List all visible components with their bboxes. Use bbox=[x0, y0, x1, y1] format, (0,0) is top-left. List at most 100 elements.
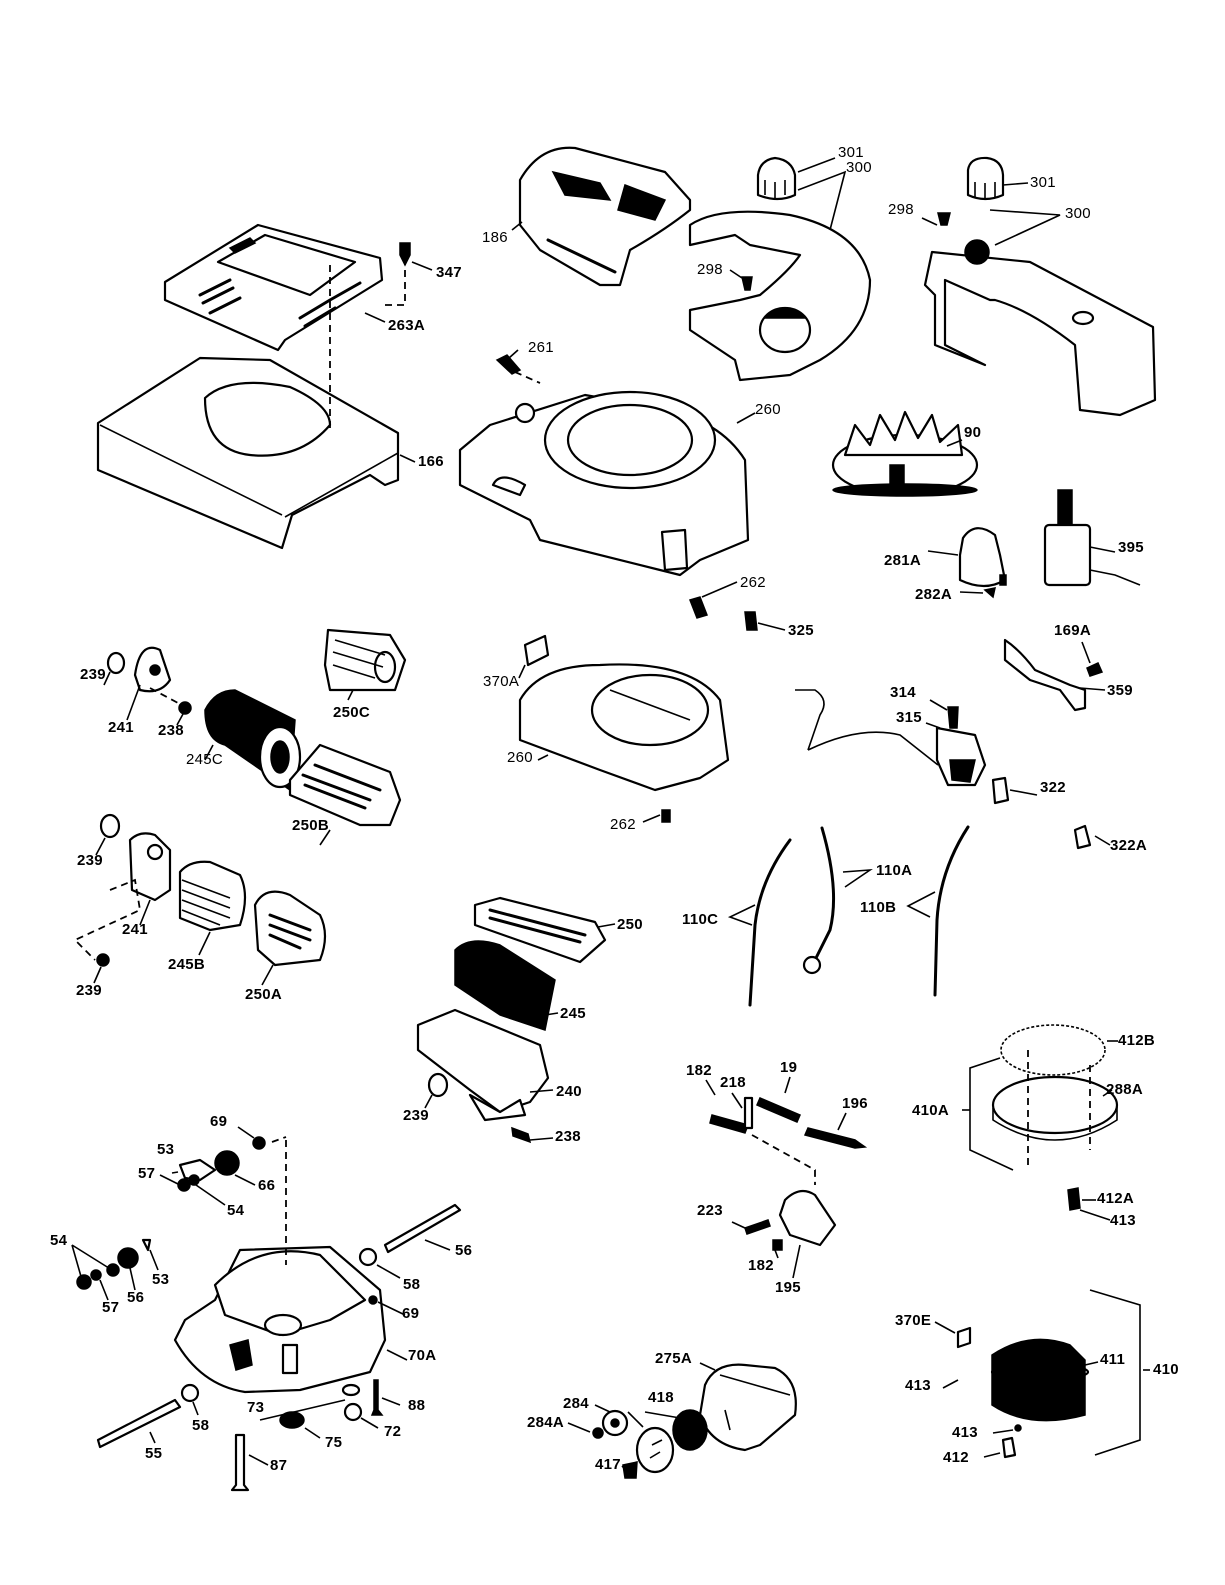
shaft-55 bbox=[96, 1398, 182, 1449]
label-73: 73 bbox=[247, 1399, 265, 1416]
screw-282A bbox=[983, 587, 996, 599]
screw-238-b bbox=[511, 1126, 532, 1144]
washer-284 bbox=[601, 1409, 629, 1437]
gear-group-left bbox=[76, 1238, 152, 1290]
label-300-center: 300 bbox=[846, 159, 872, 176]
label-370A: 370A bbox=[483, 673, 520, 690]
label-298-right: 298 bbox=[888, 201, 914, 218]
label-69-right: 69 bbox=[402, 1305, 420, 1322]
governor-gear-66 bbox=[214, 1150, 240, 1176]
flywheel-fan-90 bbox=[831, 410, 979, 497]
fuel-cap-301-right bbox=[966, 156, 1005, 201]
label-239-b: 239 bbox=[77, 852, 103, 869]
label-75: 75 bbox=[325, 1434, 343, 1451]
screw-262-lower bbox=[661, 809, 671, 823]
label-262-upper: 262 bbox=[740, 574, 766, 591]
bolt-87 bbox=[230, 1433, 250, 1492]
label-238-b: 238 bbox=[555, 1128, 581, 1145]
label-413-upper: 413 bbox=[1110, 1212, 1136, 1229]
label-239-c: 239 bbox=[76, 982, 102, 999]
label-57-top: 57 bbox=[138, 1165, 156, 1182]
label-245C: 245C bbox=[186, 751, 224, 768]
label-166: 166 bbox=[418, 453, 444, 470]
label-218: 218 bbox=[720, 1074, 746, 1091]
label-56-left: 56 bbox=[127, 1289, 145, 1306]
label-410A: 410A bbox=[912, 1102, 950, 1119]
label-223: 223 bbox=[697, 1202, 723, 1219]
label-57-left: 57 bbox=[102, 1299, 120, 1316]
filter-kit-410 bbox=[990, 1289, 1141, 1456]
filter-kit-410A bbox=[969, 1024, 1119, 1171]
label-263A: 263A bbox=[388, 317, 426, 334]
label-412: 412 bbox=[943, 1449, 969, 1466]
screw-262-upper bbox=[689, 596, 708, 619]
label-281A: 281A bbox=[884, 552, 922, 569]
filter-245B bbox=[178, 860, 247, 932]
blower-cover-186 bbox=[518, 146, 692, 287]
label-58-left: 58 bbox=[192, 1417, 210, 1434]
label-69-top: 69 bbox=[210, 1113, 228, 1130]
label-359: 359 bbox=[1107, 682, 1133, 699]
cover-250 bbox=[473, 896, 607, 964]
label-240: 240 bbox=[556, 1083, 582, 1100]
label-262-lower: 262 bbox=[610, 816, 636, 833]
crankcase-70A bbox=[173, 1245, 387, 1394]
label-195: 195 bbox=[775, 1279, 801, 1296]
label-241-b: 241 bbox=[122, 921, 148, 938]
wire-110C bbox=[748, 838, 792, 1007]
label-301-right: 301 bbox=[1030, 174, 1056, 191]
label-284A: 284A bbox=[527, 1414, 565, 1431]
label-260: 260 bbox=[755, 401, 781, 418]
label-53-top: 53 bbox=[157, 1141, 175, 1158]
label-347: 347 bbox=[436, 264, 462, 281]
screw-413-bottom bbox=[1014, 1424, 1022, 1432]
label-322A: 322A bbox=[1110, 837, 1148, 854]
ignition-module-315 bbox=[795, 689, 987, 787]
clip-412A bbox=[1067, 1187, 1081, 1211]
label-66: 66 bbox=[258, 1177, 276, 1194]
label-70A: 70A bbox=[408, 1347, 437, 1364]
screw-314 bbox=[947, 706, 959, 729]
pin-54 bbox=[188, 1174, 200, 1186]
washer-57 bbox=[177, 1178, 191, 1192]
blower-housing-260 bbox=[458, 390, 750, 577]
foam-filter-245 bbox=[454, 940, 556, 1031]
label-395: 395 bbox=[1118, 539, 1144, 556]
bracket-241-b bbox=[128, 832, 172, 902]
label-182-bottom: 182 bbox=[748, 1257, 774, 1274]
shaft-56 bbox=[383, 1203, 462, 1254]
label-110A: 110A bbox=[876, 862, 913, 879]
label-245B: 245B bbox=[168, 956, 206, 973]
label-298-center: 298 bbox=[697, 261, 723, 278]
screw-238-a bbox=[178, 701, 192, 715]
screw-417 bbox=[622, 1461, 638, 1479]
screw-169A bbox=[1086, 662, 1104, 677]
wire-110B bbox=[933, 825, 970, 997]
label-88: 88 bbox=[408, 1397, 426, 1414]
guard-418 bbox=[635, 1409, 708, 1474]
starter-cup-281A bbox=[958, 527, 1007, 588]
label-250: 250 bbox=[617, 916, 643, 933]
label-413-lower: 413 bbox=[952, 1424, 978, 1441]
filter-base-240 bbox=[416, 1008, 550, 1122]
screw-347 bbox=[399, 242, 411, 267]
fuel-cap-301-center bbox=[756, 156, 797, 201]
cover-250C bbox=[323, 628, 407, 692]
label-261: 261 bbox=[528, 339, 554, 356]
label-55: 55 bbox=[145, 1445, 163, 1462]
label-325: 325 bbox=[788, 622, 814, 639]
label-72: 72 bbox=[384, 1423, 402, 1440]
linkage-group bbox=[709, 1096, 868, 1251]
label-250C: 250C bbox=[333, 704, 371, 721]
starter-motor-395 bbox=[1043, 489, 1141, 587]
filter-245C bbox=[204, 689, 302, 792]
bracket-359 bbox=[1003, 638, 1087, 712]
washer-73 bbox=[341, 1383, 361, 1397]
label-90: 90 bbox=[964, 424, 982, 441]
label-410: 410 bbox=[1153, 1361, 1179, 1378]
label-169A: 169A bbox=[1054, 622, 1092, 639]
nut-72 bbox=[343, 1402, 363, 1422]
label-241-a: 241 bbox=[108, 719, 134, 736]
label-54-left: 54 bbox=[50, 1232, 68, 1249]
